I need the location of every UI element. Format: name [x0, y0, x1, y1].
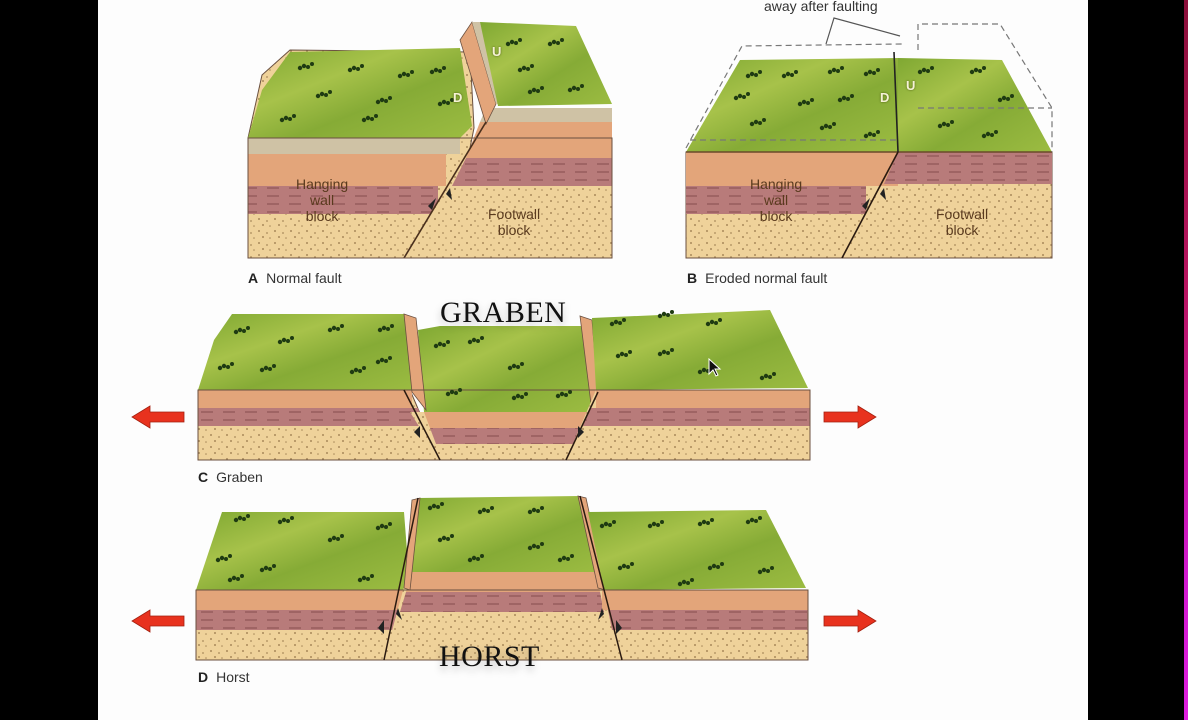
caption-letter: A: [248, 270, 259, 286]
label-line: block: [305, 208, 339, 224]
caption-letter: D: [198, 669, 209, 685]
label-line: Hanging: [750, 176, 803, 192]
caption-text: Horst: [216, 669, 250, 685]
letterbox-edge-strip: [1184, 0, 1188, 720]
label-line: block: [497, 222, 531, 238]
hanging-wall-label-a: Hanging wall block: [296, 176, 348, 224]
label-line: Hanging: [296, 176, 349, 192]
up-marker-a: U: [492, 44, 502, 59]
letterbox-left: [0, 0, 98, 720]
letterbox-right: [1088, 0, 1188, 720]
label-line: Footwall: [488, 206, 541, 222]
footwall-label-b: Footwall block: [936, 206, 988, 238]
mouse-cursor-icon: [708, 358, 722, 377]
graben-title: GRABEN: [440, 296, 567, 329]
arrow-left-icon: [131, 609, 185, 633]
caption-b: B Eroded normal fault: [687, 270, 827, 286]
caption-letter: B: [687, 270, 698, 286]
down-marker-a: D: [453, 90, 463, 105]
caption-text: Normal fault: [266, 270, 342, 286]
panel-d-horst: [131, 495, 877, 661]
footwall-label-a: Footwall block: [488, 206, 540, 238]
arrow-right-icon: [823, 609, 877, 633]
panel-a-normal-fault: [247, 21, 613, 259]
panel-c-graben: [131, 310, 877, 461]
hanging-wall-label-b: Hanging wall block: [750, 176, 802, 224]
label-line: wall: [310, 192, 335, 208]
horst-title: HORST: [439, 640, 540, 673]
arrow-right-icon: [823, 405, 877, 429]
label-line: Footwall: [936, 206, 989, 222]
arrow-left-icon: [131, 405, 185, 429]
down-marker-b: D: [880, 90, 890, 105]
up-marker-b: U: [906, 78, 916, 93]
caption-letter: C: [198, 469, 209, 485]
eroded-annotation: away after faulting: [764, 0, 878, 14]
caption-text: Graben: [216, 469, 263, 485]
caption-d: D Horst: [198, 669, 250, 685]
label-line: block: [945, 222, 979, 238]
fault-diagrams: [131, 17, 1053, 661]
label-line: block: [759, 208, 793, 224]
caption-text: Eroded normal fault: [705, 270, 828, 286]
panel-b-eroded-normal-fault: [685, 17, 1053, 259]
label-line: wall: [764, 192, 789, 208]
caption-c: C Graben: [198, 469, 263, 485]
caption-a: A Normal fault: [248, 270, 342, 286]
